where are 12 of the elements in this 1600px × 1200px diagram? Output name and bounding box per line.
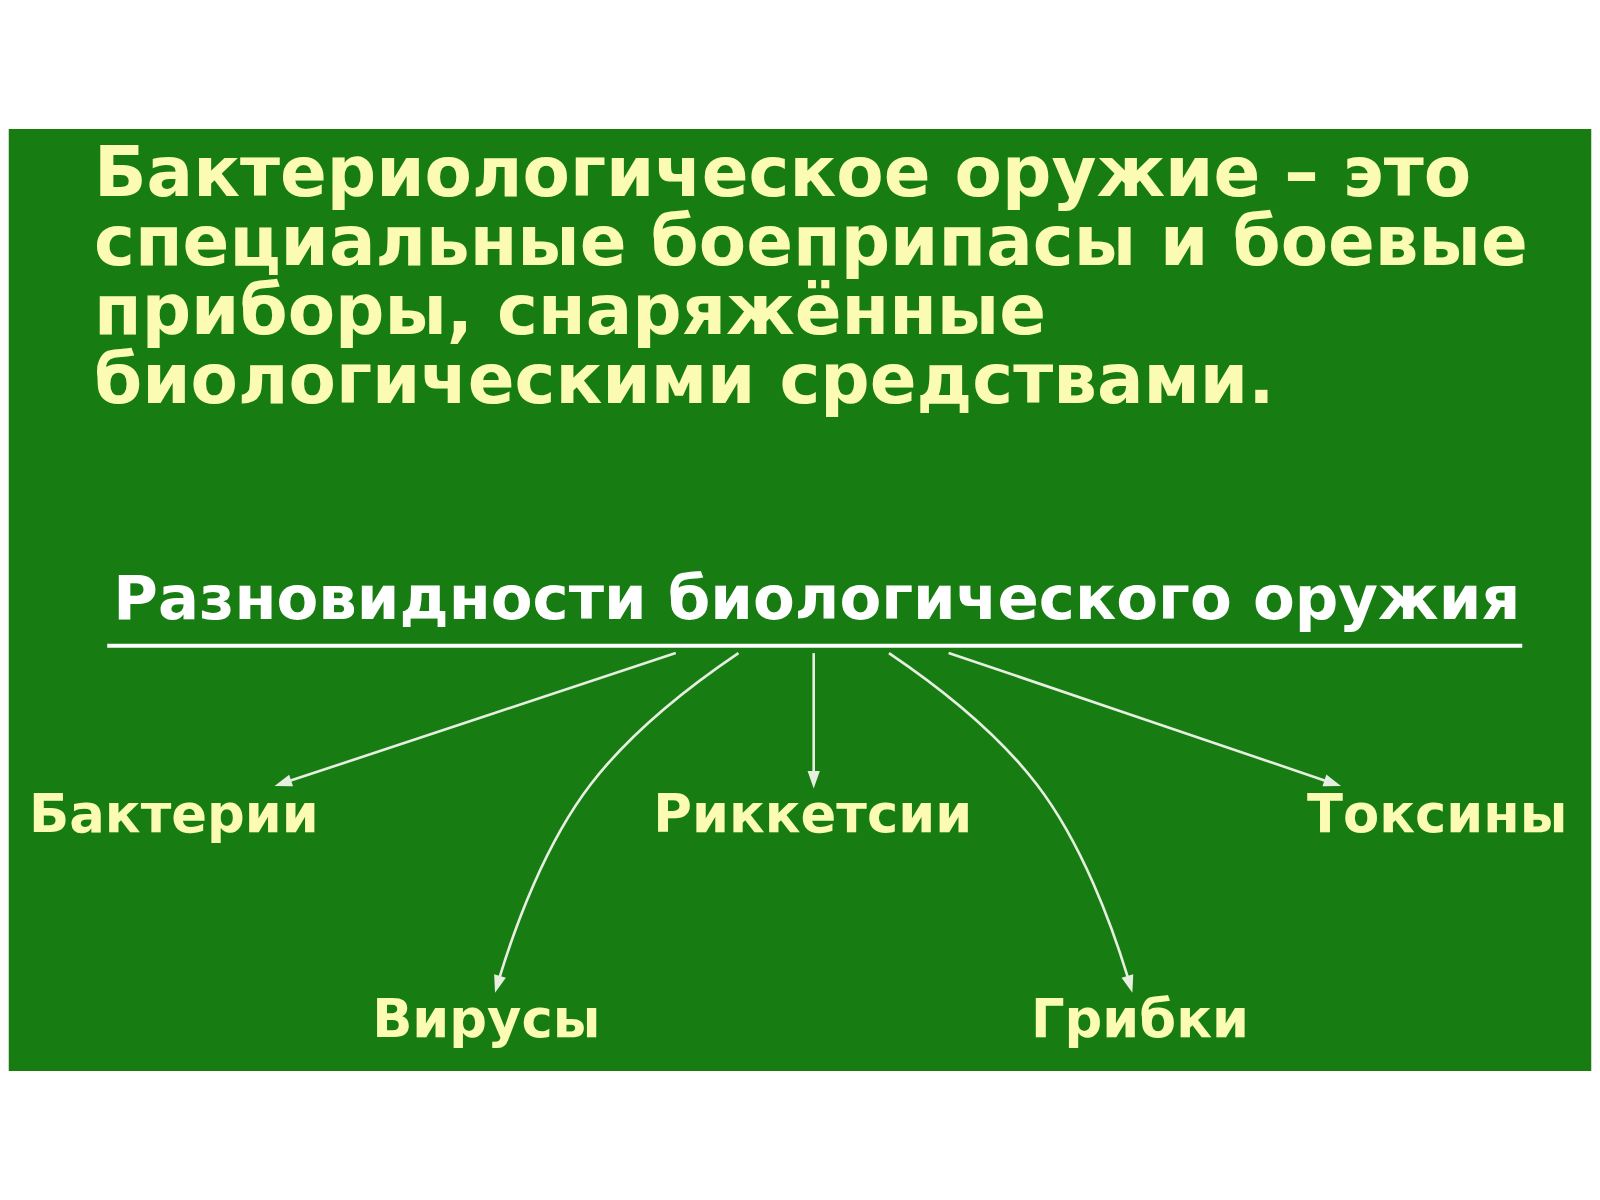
label: Бактериологическое оружие – это специальные боеприпасы и боевые приборы, снаряжённые биологическими средствами. [94,132,1528,420]
arrow [807,653,820,789]
arrow [274,651,677,787]
node-text: Грибки [1030,988,1249,1050]
arrow [948,651,1341,787]
arrow [888,651,1134,993]
node-text: Риккетсии [653,783,973,845]
node-text: Бактерии [29,783,319,845]
arrow [494,651,740,993]
node-text: Токсины [1307,783,1568,845]
node-text: Вирусы [372,988,601,1050]
node-text: Разновидности биологического оружия [113,562,1521,634]
